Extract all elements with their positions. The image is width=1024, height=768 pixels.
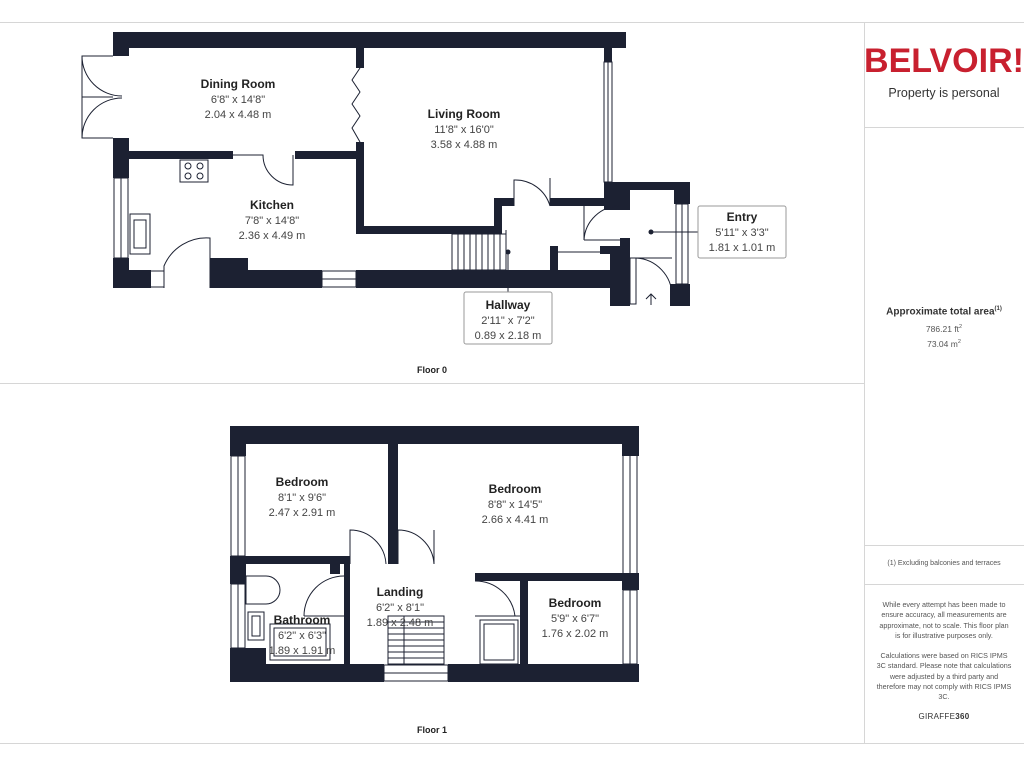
floor-0-fixtures (129, 159, 209, 255)
giraffe360-credit: GIRAFFE360 (918, 712, 970, 721)
frame-bottom-line (0, 743, 1024, 744)
room-label-entry: Entry 5'11" x 3'3" 1.81 x 1.01 m (709, 210, 776, 254)
hallway-callout-box (463, 291, 553, 345)
toilet-icon (245, 575, 281, 605)
floor-0-windows (113, 61, 689, 305)
floor-divider-line (0, 383, 864, 384)
sink-icon (129, 213, 151, 255)
disclaimer-accuracy: While every attempt has been made to ens… (879, 600, 1009, 640)
room-name: Hallway (486, 298, 531, 312)
room-size-imperial: 7'8" x 14'8" (245, 215, 299, 227)
floor-1-plan (230, 426, 639, 682)
room-name: Bedroom (489, 482, 542, 496)
sidebar-divider-3 (864, 584, 1024, 585)
room-size-imperial: 2'11" x 7'2" (481, 315, 534, 327)
room-label-living: Living Room 11'8" x 16'0" 3.58 x 4.88 m (428, 107, 501, 151)
brand-tagline: Property is personal (888, 86, 1000, 100)
room-name: Living Room (428, 107, 501, 121)
room-size-metric: 3.58 x 4.88 m (431, 139, 498, 151)
room-name: Entry (727, 210, 758, 224)
floor-0-plan (81, 32, 787, 345)
floor-0-walls (113, 32, 690, 306)
room-size-metric: 2.04 x 4.48 m (205, 109, 272, 121)
basin-icon (247, 611, 265, 641)
info-sidebar: BELVOIR! Property is personal Approximat… (864, 22, 1024, 744)
room-size-metric: 1.89 x 2.48 m (367, 617, 434, 629)
room-size-imperial: 6'2" x 8'1" (376, 602, 424, 614)
room-size-metric: 1.89 x 1.91 m (269, 645, 336, 657)
room-size-imperial: 8'8" x 14'5" (488, 499, 542, 511)
room-label-bedroom3: Bedroom 5'9" x 6'7" 1.76 x 2.02 m (542, 596, 609, 640)
room-size-imperial: 11'8" x 16'0" (434, 124, 494, 136)
frame-top-line (0, 22, 1024, 23)
floor-1-windows (230, 443, 638, 682)
frame-divider-vertical (864, 22, 865, 744)
room-label-kitchen: Kitchen 7'8" x 14'8" 2.36 x 4.49 m (239, 198, 306, 242)
room-size-metric: 2.47 x 2.91 m (269, 507, 336, 519)
floor-1-doors (245, 529, 520, 665)
floor-0-doors (81, 55, 673, 297)
disclaimer: While every attempt has been made to ens… (876, 600, 1012, 713)
room-size-imperial: 5'11" x 3'3" (715, 227, 768, 239)
area-square-feet: 786.21 ft2 (925, 324, 963, 334)
floor-1-stairs (387, 615, 445, 665)
floor-label: Floor 0 (417, 365, 447, 375)
floor-plan-drawing: Dining Room 6'8" x 14'8" 2.04 x 4.48 m Livi… (81, 32, 787, 735)
entrance-arrow-icon (645, 293, 657, 305)
sidebar-divider-2 (864, 545, 1024, 546)
disclaimer-rics: Calculations were based on RICS IPMS 3C … (876, 651, 1012, 702)
room-name: Bedroom (276, 475, 329, 489)
bath-icon (269, 623, 331, 661)
room-size-metric: 1.81 x 1.01 m (709, 242, 776, 254)
room-size-imperial: 6'8" x 14'8" (211, 94, 265, 106)
room-size-metric: 1.76 x 2.02 m (542, 628, 609, 640)
room-size-metric: 0.89 x 2.18 m (475, 330, 542, 342)
room-label-bedroom1: Bedroom 8'1" x 9'6" 2.47 x 2.91 m (269, 475, 336, 519)
area-title: Approximate total area(1) (886, 306, 1002, 318)
area-footnote: (1) Excluding balconies and terraces (887, 560, 1001, 567)
room-name: Kitchen (250, 198, 294, 212)
room-size-imperial: 5'9" x 6'7" (551, 613, 599, 625)
room-name: Dining Room (201, 77, 276, 91)
room-size-metric: 2.36 x 4.49 m (239, 230, 306, 242)
room-label-bathroom: Bathroom 6'2" x 6'3" 1.89 x 1.91 m (269, 613, 336, 657)
floor-label: Floor 1 (417, 725, 447, 735)
room-label-bedroom2: Bedroom 8'8" x 14'5" 2.66 x 4.41 m (482, 482, 549, 526)
floor-0-stairs (451, 230, 507, 271)
sidebar-divider-1 (864, 127, 1024, 128)
room-label-dining: Dining Room 6'8" x 14'8" 2.04 x 4.48 m (201, 77, 276, 121)
area-square-metres: 73.04 m2 (927, 339, 961, 349)
room-name: Bathroom (274, 613, 331, 627)
room-size-imperial: 6'2" x 6'3" (278, 630, 326, 642)
hob-icon (179, 159, 209, 183)
room-size-metric: 2.66 x 4.41 m (482, 514, 549, 526)
room-label-hallway: Hallway 2'11" x 7'2" 0.89 x 2.18 m (475, 298, 542, 342)
brand-logo: BELVOIR! (864, 42, 1024, 80)
room-name: Landing (377, 585, 424, 599)
room-size-imperial: 8'1" x 9'6" (278, 492, 326, 504)
room-label-landing: Landing 6'2" x 8'1" 1.89 x 2.48 m (367, 585, 434, 629)
entry-callout-box (697, 205, 787, 259)
room-name: Bedroom (549, 596, 602, 610)
floor-1-walls (230, 426, 639, 682)
